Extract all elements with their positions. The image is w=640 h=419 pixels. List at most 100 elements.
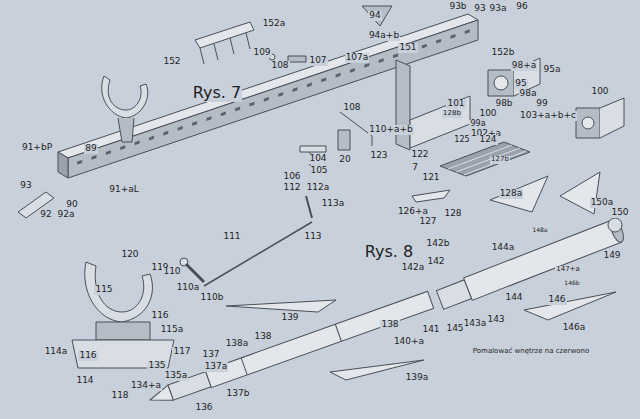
callout-number: 115 xyxy=(94,285,113,295)
callout-number: 101 xyxy=(446,99,465,109)
beam-hole xyxy=(264,97,269,102)
callout-number: 115a xyxy=(160,325,185,335)
beam-hole xyxy=(77,160,82,165)
fork-stem xyxy=(118,118,134,142)
callout-number: 99a xyxy=(469,120,486,129)
grid-lines xyxy=(448,145,526,175)
beam-hole xyxy=(106,150,111,155)
callout-number: 137a xyxy=(204,362,229,372)
callout-number: 92a xyxy=(57,210,76,220)
callout-number: 120 xyxy=(120,250,139,260)
beam-hole xyxy=(149,136,154,141)
callout-number: 144a xyxy=(491,243,516,253)
beam-hole xyxy=(221,111,226,116)
mechanism-box xyxy=(410,96,470,148)
callout-number: 94a+b xyxy=(368,31,400,41)
callout-number: 113 xyxy=(303,232,322,242)
fin-128 xyxy=(490,176,548,212)
bolt-part xyxy=(288,56,306,62)
callout-number: 105 xyxy=(309,166,328,176)
callout-number: 136 xyxy=(194,403,213,413)
detail-drum xyxy=(582,117,594,129)
grid-plate xyxy=(440,142,530,176)
callout-number: 108 xyxy=(270,61,289,71)
callout-number: 117 xyxy=(172,347,191,357)
callout-number: 127b xyxy=(490,156,510,164)
callout-number: 89 xyxy=(84,144,97,154)
callout-number: 152 xyxy=(162,57,181,67)
beam-top xyxy=(58,14,478,158)
block-20 xyxy=(338,130,350,150)
figure-heading: Rys. 8 xyxy=(364,243,414,261)
callout-number: 152b xyxy=(491,48,516,58)
beam-hole xyxy=(120,145,125,150)
callout-number: 140+a xyxy=(393,337,425,347)
callout-number: 150 xyxy=(610,208,629,218)
fork-bracket xyxy=(102,76,148,118)
callout-number: 104 xyxy=(308,154,327,164)
callout-number: 114 xyxy=(75,376,94,386)
bracket-base xyxy=(96,322,150,340)
callout-number: 93a xyxy=(489,4,508,14)
callout-number: 111 xyxy=(222,232,241,242)
callout-number: 138 xyxy=(380,320,399,330)
beam-hole xyxy=(465,29,470,34)
beam-side xyxy=(68,20,478,178)
lever-110 xyxy=(186,264,204,282)
beam-hole xyxy=(163,131,168,136)
beam-hole xyxy=(206,116,211,121)
callout-number: 98a xyxy=(519,89,538,99)
callout-number: 152a xyxy=(262,19,287,29)
callout-number: 135a xyxy=(164,371,189,381)
callout-number: 125 xyxy=(453,136,470,145)
beam-hole xyxy=(178,126,183,131)
beam-hole xyxy=(393,53,398,58)
beam-hole xyxy=(422,44,427,49)
callout-number: 100 xyxy=(478,109,497,119)
callout-number: 138 xyxy=(253,332,272,342)
callout-number: 134+a xyxy=(130,381,162,391)
callout-number: 116 xyxy=(150,311,169,321)
rod-111 xyxy=(204,222,312,286)
callout-number: 95 xyxy=(514,79,527,89)
callout-number: 122 xyxy=(410,150,429,160)
callout-number: 91+aL xyxy=(108,185,140,195)
pedal-part xyxy=(412,190,450,202)
callout-number: 121 xyxy=(421,173,440,183)
beam-hole xyxy=(135,141,140,146)
detail-side xyxy=(600,98,624,138)
callout-number: 124 xyxy=(478,135,497,145)
callout-number: 150a xyxy=(590,198,615,208)
detail-box xyxy=(576,108,600,138)
callout-number: 106 xyxy=(282,172,301,182)
beam-hole xyxy=(307,82,312,87)
beam-holes xyxy=(77,29,470,164)
callout-number: 128 xyxy=(443,209,462,219)
callout-number: 107a xyxy=(345,53,370,63)
callout-number: 116 xyxy=(78,351,97,361)
callout-number: 20 xyxy=(338,155,351,165)
callout-number: 112a xyxy=(306,183,331,193)
callout-number: 93 xyxy=(19,181,32,191)
callout-number: 93b xyxy=(448,2,467,12)
callout-number: 108 xyxy=(342,103,361,113)
callout-number: 95a xyxy=(543,65,562,75)
callout-number: 93 xyxy=(473,4,486,14)
callout-number: 142a xyxy=(401,263,426,273)
callout-number: 90 xyxy=(65,200,78,210)
beam-hole xyxy=(350,68,355,73)
callout-number: 98b xyxy=(494,99,513,109)
fin-139 xyxy=(226,300,336,312)
callout-number: 110b xyxy=(200,293,225,303)
callout-number: 146b xyxy=(563,280,580,287)
rocket-lower xyxy=(147,291,434,408)
frame-part xyxy=(195,22,254,48)
beam-hole xyxy=(293,87,298,92)
callout-number: 139 xyxy=(280,313,299,323)
callout-number: 91+bP xyxy=(21,143,53,153)
beam-hole xyxy=(364,63,369,68)
callout-number: 92 xyxy=(39,210,52,220)
beam-hole xyxy=(249,102,254,107)
frame-legs xyxy=(200,33,250,64)
callout-number: 148a xyxy=(531,227,548,234)
